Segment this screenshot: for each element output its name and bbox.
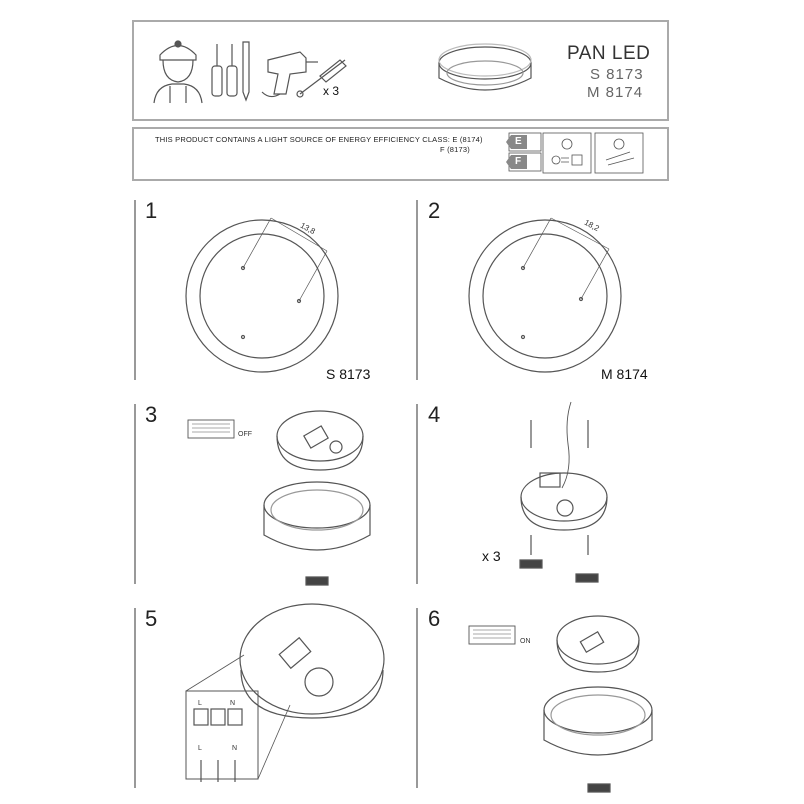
model-medium-label: M 8174: [587, 84, 644, 101]
step2-drawing: [468, 217, 622, 373]
step5-terminal-n-bottom: N: [232, 745, 238, 752]
header-box: [132, 20, 669, 121]
step2-divider: [416, 200, 418, 380]
energy-class-f: F: [515, 156, 522, 167]
step1-divider: [134, 200, 136, 380]
energy-statement-f: F (8173): [440, 145, 470, 154]
model-small-label: S 8173: [590, 66, 644, 83]
step5-terminal-l: L: [198, 700, 202, 707]
step2-model-label: M 8174: [601, 366, 648, 382]
step5-terminal-l-bottom: L: [198, 745, 202, 752]
step5-divider: [134, 608, 136, 788]
step6-switch-label: ON: [520, 638, 531, 645]
step5-terminal-n: N: [230, 700, 236, 707]
step4-count-label: x 3: [482, 548, 501, 564]
product-title: PAN LED: [567, 43, 651, 64]
step1-model-label: S 8173: [326, 366, 371, 382]
screw-count-label: x 3: [323, 84, 340, 98]
step5-drawing: [185, 603, 385, 782]
step3-switch-label: OFF: [238, 431, 252, 438]
step-number-1: 1: [145, 198, 158, 223]
step2-dimension: 18,2: [582, 217, 601, 234]
step4-drawing: [519, 401, 608, 583]
step6-drawing: [468, 615, 653, 793]
step3-divider: [134, 404, 136, 584]
step6-divider: [416, 608, 418, 788]
energy-class-e: E: [515, 136, 522, 147]
step-number-4: 4: [428, 402, 441, 427]
step1-dimension: 13,8: [298, 220, 317, 237]
step4-divider: [416, 404, 418, 584]
step1-drawing: [185, 217, 339, 373]
step3-drawing: [187, 410, 371, 586]
energy-statement: THIS PRODUCT CONTAINS A LIGHT SOURCE OF …: [155, 135, 483, 144]
step-number-6: 6: [428, 606, 441, 631]
step-number-2: 2: [428, 198, 441, 223]
step-number-3: 3: [145, 402, 158, 427]
step-number-5: 5: [145, 606, 158, 631]
